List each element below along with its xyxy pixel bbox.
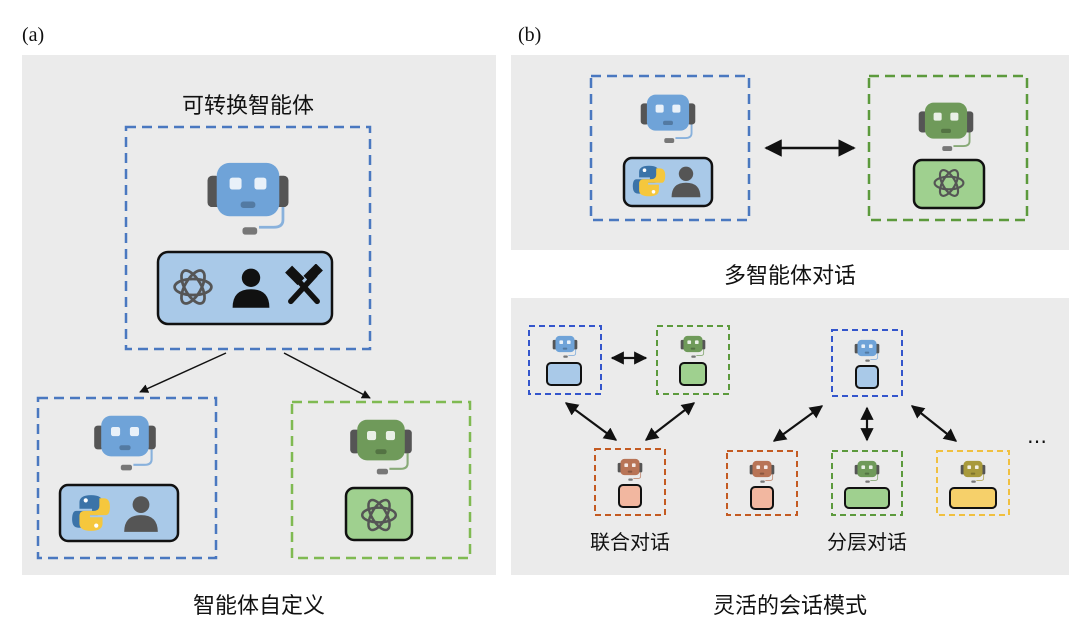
panel-a-label: (a) xyxy=(22,24,45,46)
panel-b-bottom-caption: 灵活的会话模式 xyxy=(712,594,867,619)
bidirectional-arrow xyxy=(910,405,958,442)
joint-blue-agent xyxy=(528,325,602,395)
hier-yellow-agent xyxy=(936,450,1010,516)
blue-agent-frame xyxy=(36,396,218,560)
joint-chat-label: 联合对话 xyxy=(590,530,670,554)
panel-b-label: (b) xyxy=(518,24,542,46)
llm-box xyxy=(344,486,414,542)
green-agent-frame xyxy=(290,400,472,560)
agent-box xyxy=(679,362,707,386)
agent-box xyxy=(546,362,582,386)
bidirectional-arrow xyxy=(644,402,696,441)
arrow-to-custom-agent-right xyxy=(283,352,371,399)
joint-green-agent xyxy=(656,325,730,395)
green-agent-frame xyxy=(867,74,1029,222)
agent-box xyxy=(750,486,774,510)
agent-box xyxy=(844,487,890,509)
llm-box xyxy=(912,158,986,210)
hier-blue-agent xyxy=(831,329,903,397)
bidirectional-arrow xyxy=(772,405,824,442)
agent-box xyxy=(855,365,879,389)
hierarchical-chat-label: 分层对话 xyxy=(827,530,907,554)
hier-orange-agent xyxy=(726,450,798,516)
agent-box xyxy=(949,487,997,509)
agent-box xyxy=(618,484,642,508)
joint-orange-agent xyxy=(594,448,666,516)
convertible-agent-frame xyxy=(124,125,372,351)
panel-b-top-caption: 多智能体对话 xyxy=(723,264,856,289)
arrow-to-custom-agent-left xyxy=(139,352,227,393)
panel-a-caption: 智能体自定义 xyxy=(192,594,325,619)
more-ellipsis: … xyxy=(1027,424,1047,448)
bidirectional-arrow xyxy=(564,402,618,441)
blue-agent-frame xyxy=(589,74,751,222)
convertible-agent-title: 可转换智能体 xyxy=(181,94,314,119)
hier-green-agent xyxy=(831,450,903,516)
